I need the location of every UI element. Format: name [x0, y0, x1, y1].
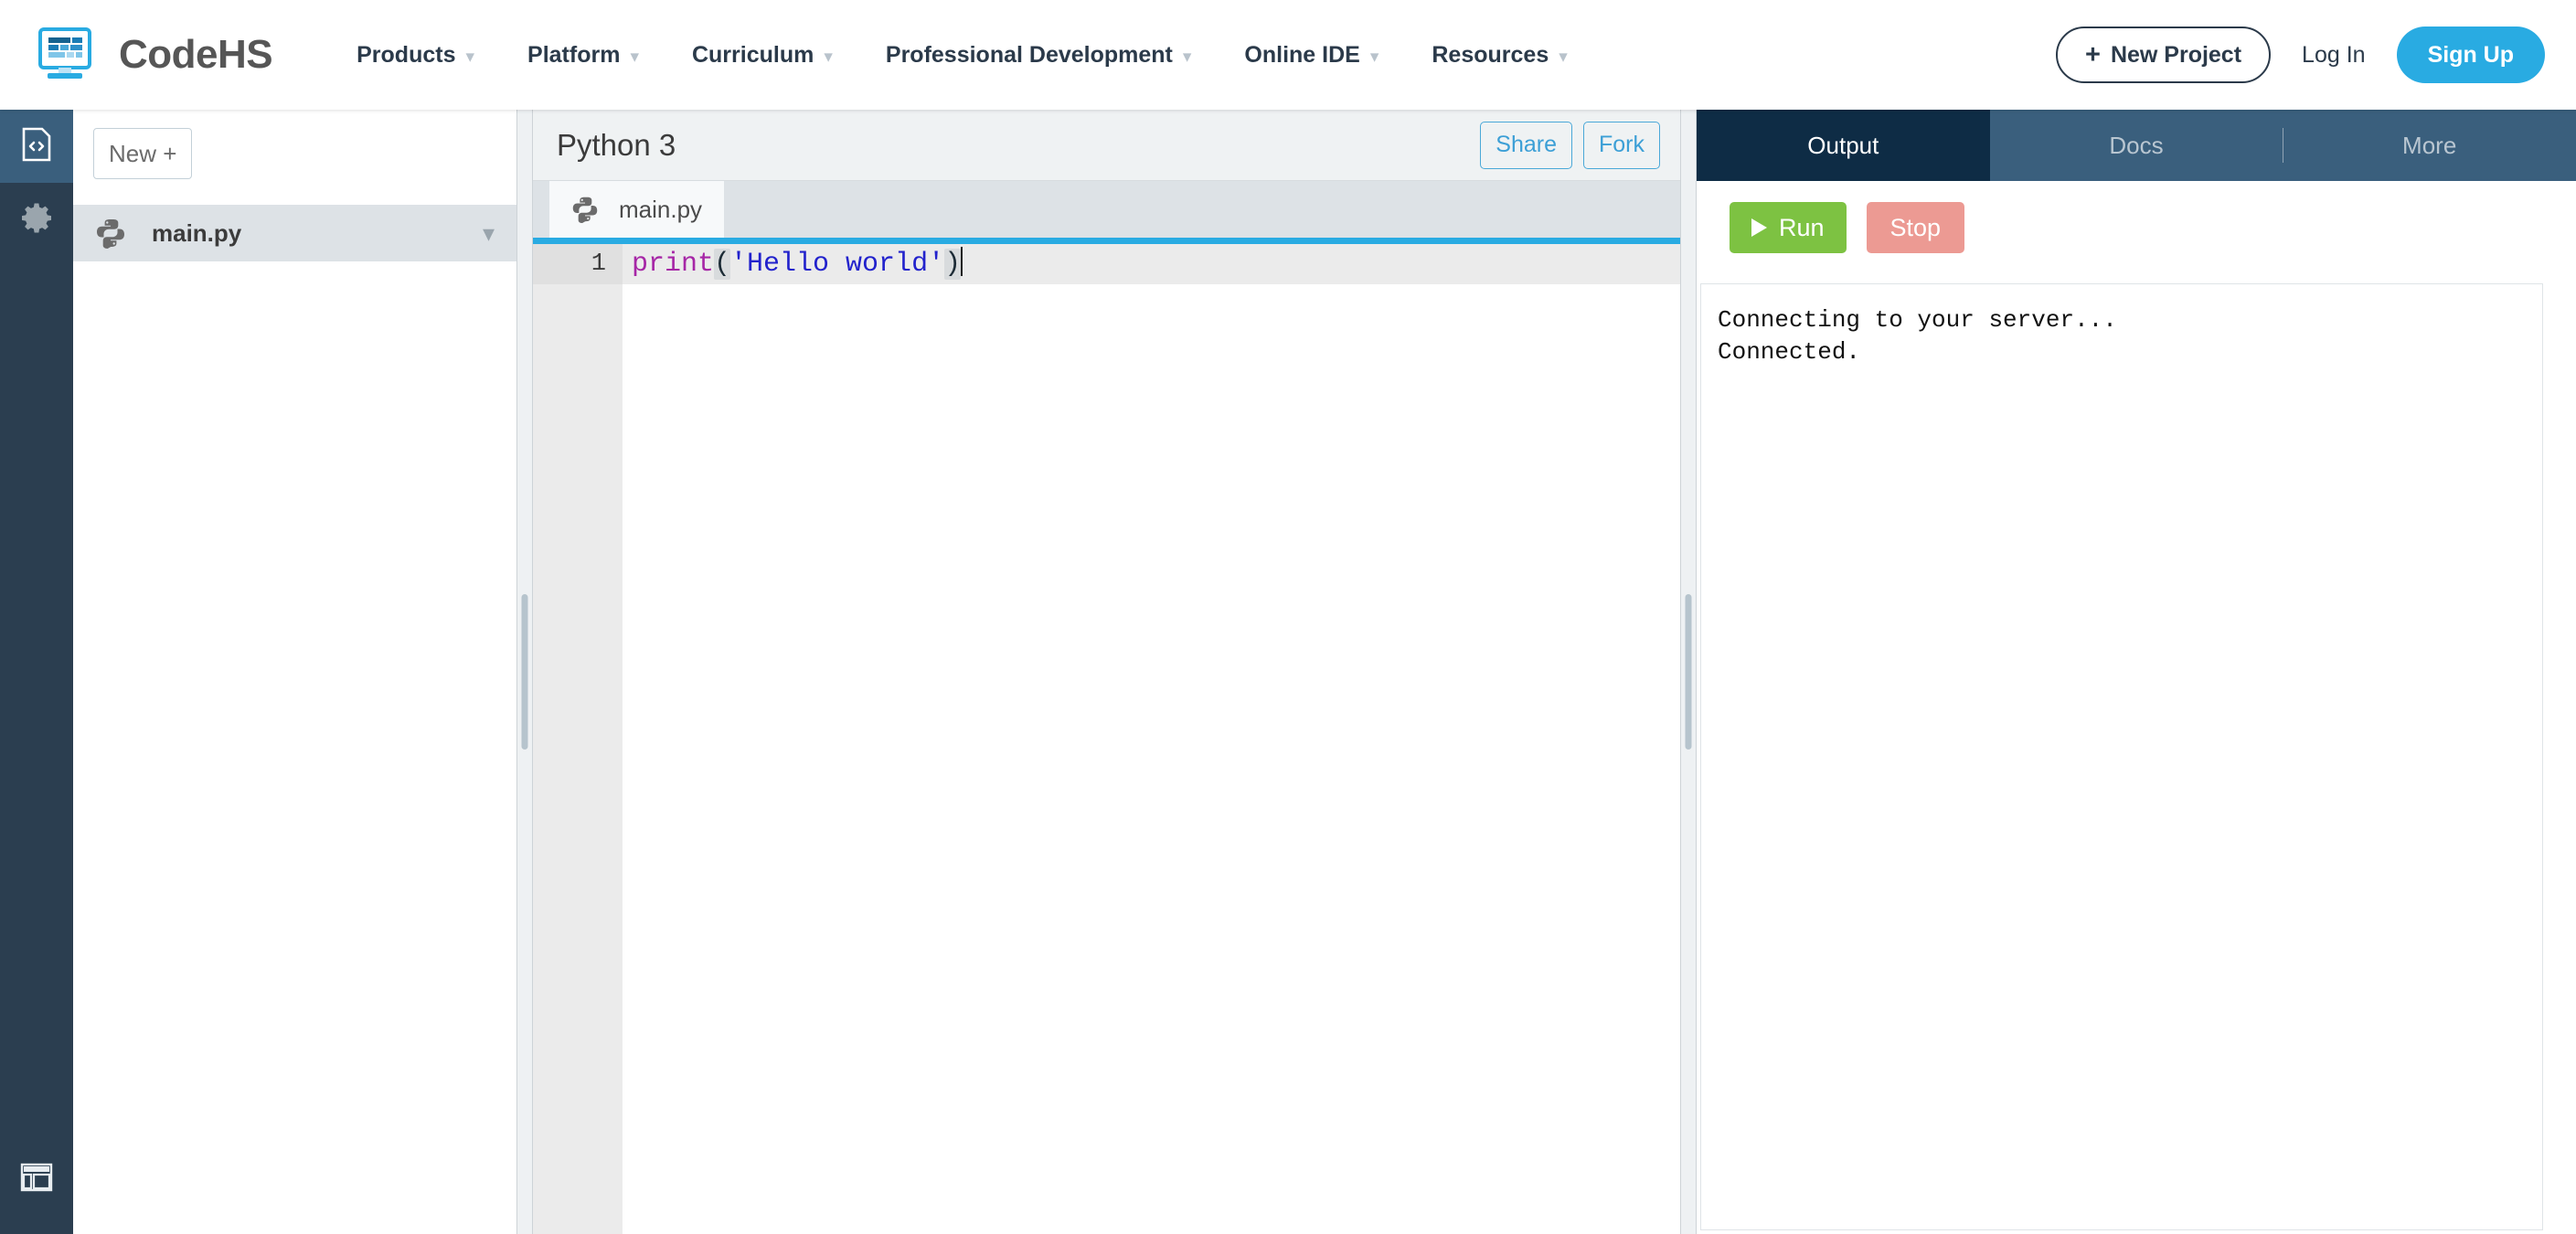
- line-number: 1: [533, 244, 623, 284]
- nav-item-professional-development[interactable]: Professional Development ▾: [886, 42, 1192, 69]
- nav-item-online-ide[interactable]: Online IDE ▾: [1244, 42, 1378, 69]
- rail-item-settings[interactable]: [0, 183, 73, 256]
- output-panel: Output Docs More Run Stop Connecting to …: [1697, 110, 2576, 1234]
- nav-right-actions: + New Project Log In Sign Up: [2056, 0, 2545, 110]
- left-icon-rail: [0, 110, 73, 1234]
- splitter-file-editor[interactable]: [516, 110, 533, 1234]
- chevron-down-icon[interactable]: ▾: [482, 218, 495, 247]
- editor-header: Python 3 Share Fork: [533, 110, 1680, 181]
- file-list-item-main-py[interactable]: main.py ▾: [73, 205, 516, 261]
- text-cursor: [961, 247, 963, 277]
- token-close-paren: ): [944, 249, 962, 280]
- code-line-1[interactable]: print('Hello world'): [623, 244, 1680, 284]
- nav-item-resources[interactable]: Resources ▾: [1432, 42, 1567, 69]
- token-function: print: [632, 249, 715, 280]
- new-project-label: New Project: [2110, 41, 2242, 68]
- active-tab-indicator: [533, 238, 1680, 244]
- file-panel: New + main.py ▾: [73, 110, 516, 1234]
- language-title: Python 3: [557, 127, 676, 162]
- new-project-button[interactable]: + New Project: [2056, 27, 2272, 83]
- console-line: Connecting to your server...: [1718, 306, 2117, 334]
- run-button[interactable]: Run: [1730, 202, 1847, 253]
- editor-header-buttons: Share Fork: [1469, 121, 1660, 169]
- code-file-icon: [21, 127, 52, 166]
- nav-item-products[interactable]: Products ▾: [357, 42, 474, 69]
- nav-links: Products ▾ Platform ▾ Curriculum ▾ Profe…: [357, 42, 1621, 69]
- tab-docs[interactable]: Docs: [2109, 131, 2164, 159]
- run-label: Run: [1779, 213, 1825, 241]
- splitter-editor-output[interactable]: [1680, 110, 1697, 1234]
- stop-button[interactable]: Stop: [1866, 202, 1965, 253]
- new-file-button[interactable]: New +: [93, 128, 193, 179]
- python-icon: [95, 218, 126, 249]
- editor-tab-strip: main.py: [533, 181, 1680, 238]
- play-icon: [1751, 218, 1767, 237]
- file-name-label: main.py: [152, 218, 242, 247]
- console-output[interactable]: Connecting to your server... Connected.: [1700, 283, 2543, 1230]
- share-button[interactable]: Share: [1480, 121, 1572, 169]
- chevron-down-icon: ▾: [824, 47, 833, 67]
- nav-item-label: Curriculum: [691, 41, 814, 68]
- code-editor-panel: Python 3 Share Fork main.py 1 print('Hel…: [533, 110, 1680, 1234]
- tab-output[interactable]: Output: [1697, 110, 1990, 181]
- signup-button[interactable]: Sign Up: [2396, 27, 2545, 83]
- splitter-grip: [521, 594, 528, 750]
- nav-item-label: Professional Development: [885, 41, 1173, 68]
- rail-item-layout[interactable]: [0, 1143, 73, 1216]
- logo-block[interactable]: CodeHS: [35, 25, 273, 85]
- line-number-gutter: 1: [533, 244, 623, 1234]
- nav-item-platform[interactable]: Platform ▾: [527, 42, 639, 69]
- splitter-grip: [1685, 594, 1692, 750]
- gear-icon: [21, 202, 52, 238]
- tab-label: main.py: [619, 195, 703, 223]
- login-link[interactable]: Log In: [2302, 41, 2366, 68]
- token-open-paren: (: [714, 249, 731, 280]
- tab-more[interactable]: More: [2283, 110, 2576, 181]
- chevron-down-icon: ▾: [1182, 47, 1192, 67]
- rail-item-code-file[interactable]: [0, 110, 73, 183]
- nav-item-curriculum[interactable]: Curriculum ▾: [692, 42, 833, 69]
- output-tab-strip: Output Docs More: [1697, 110, 2576, 181]
- python-icon: [571, 196, 599, 223]
- nav-item-label: Resources: [1432, 41, 1549, 68]
- plus-icon: +: [2085, 39, 2101, 69]
- code-area[interactable]: 1 print('Hello world'): [533, 244, 1680, 1234]
- nav-item-label: Online IDE: [1244, 41, 1360, 68]
- nav-item-label: Products: [357, 41, 456, 68]
- chevron-down-icon: ▾: [1559, 47, 1568, 67]
- token-string: 'Hello world': [730, 249, 945, 280]
- console-line: Connected.: [1718, 337, 1861, 366]
- tab-main-py[interactable]: main.py: [549, 181, 725, 238]
- layout-panel-icon: [20, 1163, 53, 1197]
- chevron-down-icon: ▾: [630, 47, 639, 67]
- nav-item-label: Platform: [527, 41, 621, 68]
- brand-name: CodeHS: [119, 32, 273, 77]
- chevron-down-icon: ▾: [1369, 47, 1379, 67]
- fork-button[interactable]: Fork: [1583, 121, 1660, 169]
- chevron-down-icon: ▾: [465, 47, 475, 67]
- codehs-monitor-icon: [35, 25, 95, 85]
- top-navigation-bar: CodeHS Products ▾ Platform ▾ Curriculum …: [0, 0, 2576, 110]
- run-controls: Run Stop: [1697, 181, 2576, 274]
